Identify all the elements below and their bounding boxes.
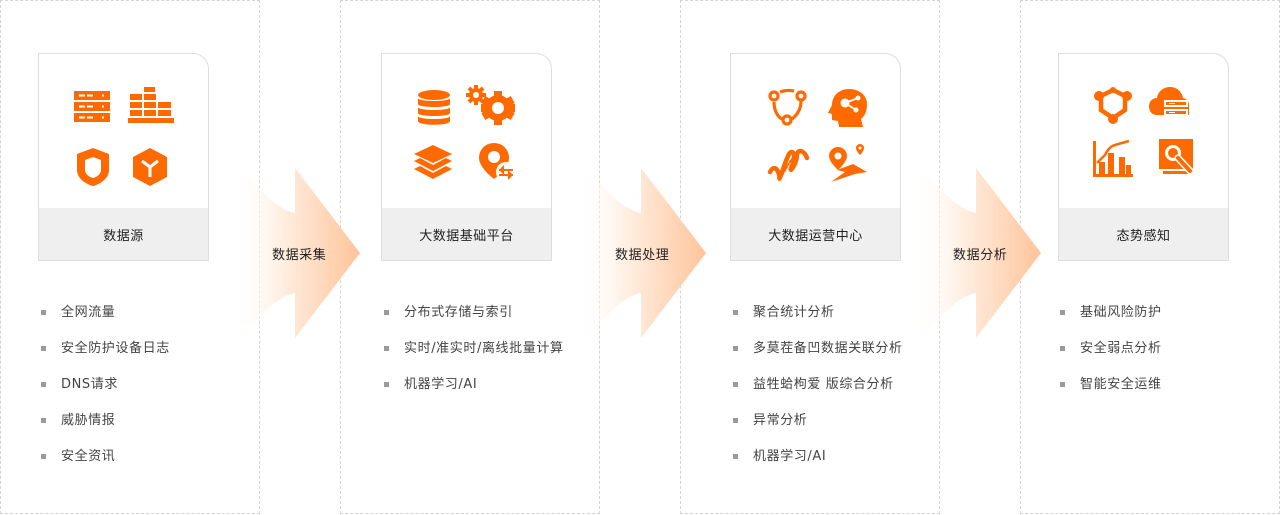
card-title: 态势感知 (1059, 208, 1228, 260)
layers-icon (412, 142, 454, 184)
card-title: 数据源 (39, 208, 208, 260)
arrow-shape-icon (578, 158, 706, 348)
stage-card-operations-center: 大数据运营中心 (730, 53, 901, 261)
list-item: 分布式存储与索引 (384, 300, 564, 336)
brain-head-icon (827, 87, 869, 129)
bullet-icon (1060, 382, 1065, 387)
list-item: 全网流量 (41, 300, 170, 336)
bullet-icon (733, 346, 738, 351)
list-item: 威胁情报 (41, 408, 170, 444)
list-item: 多莫茬备凹数据关联分析 (733, 336, 903, 372)
list-item: 安全弱点分析 (1060, 336, 1162, 372)
stage-card-bigdata-platform: 大数据基础平台 (381, 53, 552, 261)
stage-card-situational-awareness: 态势感知 (1058, 53, 1229, 261)
bullet-icon (41, 382, 46, 387)
list-item: 安全防护设备日志 (41, 336, 170, 372)
icon-grid (1059, 54, 1228, 209)
icon-grid (382, 54, 551, 209)
arrow-label: 数据采集 (272, 248, 327, 263)
list-item: 基础风险防护 (1060, 300, 1162, 336)
flow-arrow-3: 数据分析 (913, 158, 1043, 348)
stage-items-operations-center: 聚合统计分析 多莫茬备凹数据关联分析 益牲蛤枸爱 版综合分析 异常分析 机器学习… (733, 300, 903, 480)
card-title: 大数据基础平台 (382, 208, 551, 260)
hexagon-network-icon (1092, 84, 1134, 126)
card-title: 大数据运营中心 (731, 208, 900, 260)
bullet-icon (384, 346, 389, 351)
bullet-icon (41, 454, 46, 459)
bullet-icon (384, 382, 389, 387)
arrow-label: 数据分析 (953, 248, 1008, 263)
database-icon (413, 87, 455, 129)
stage-card-data-source: 数据源 (38, 53, 209, 261)
bullet-icon (41, 346, 46, 351)
icon-grid (39, 54, 208, 209)
cycle-nodes-icon (767, 87, 809, 129)
dna-icon (767, 144, 809, 186)
list-item: 实时/准实时/离线批量计算 (384, 336, 564, 372)
bullet-icon (733, 310, 738, 315)
list-item: 安全资讯 (41, 444, 170, 480)
cloud-server-icon (1147, 83, 1189, 125)
bullet-icon (733, 382, 738, 387)
icon-grid (731, 54, 900, 209)
stage-items-data-source: 全网流量 安全防护设备日志 DNS请求 威胁情报 安全资讯 (41, 300, 170, 480)
list-item: DNS请求 (41, 372, 170, 408)
gears-icon (466, 84, 518, 126)
monitor-search-icon (1155, 137, 1197, 179)
hexagon-node-icon (129, 146, 171, 188)
arrow-shape-icon (232, 158, 360, 348)
bullet-icon (1060, 346, 1065, 351)
bullet-icon (384, 310, 389, 315)
list-item: 智能安全运维 (1060, 372, 1162, 408)
bullet-icon (733, 454, 738, 459)
bullet-icon (41, 310, 46, 315)
shield-icon (72, 146, 114, 188)
bullet-icon (1060, 310, 1065, 315)
list-item: 机器学习/AI (733, 444, 903, 480)
stage-items-bigdata-platform: 分布式存储与索引 实时/准实时/离线批量计算 机器学习/AI (384, 300, 564, 408)
arrow-label: 数据处理 (615, 248, 670, 263)
flow-arrow-2: 数据处理 (578, 158, 708, 348)
list-item: 机器学习/AI (384, 372, 564, 408)
list-item: 聚合统计分析 (733, 300, 903, 336)
flow-arrow-1: 数据采集 (232, 158, 362, 348)
bullet-icon (733, 418, 738, 423)
server-rack-icon (71, 86, 113, 128)
bullet-icon (41, 418, 46, 423)
stage-items-situational-awareness: 基础风险防护 安全弱点分析 智能安全运维 (1060, 300, 1162, 408)
bricks-stack-icon (127, 84, 175, 126)
list-item: 异常分析 (733, 408, 903, 444)
list-item: 益牲蛤枸爱 版综合分析 (733, 372, 903, 408)
arrow-shape-icon (913, 158, 1041, 348)
map-route-icon (827, 142, 869, 184)
trend-chart-icon (1091, 137, 1133, 179)
location-exchange-icon (476, 141, 518, 183)
